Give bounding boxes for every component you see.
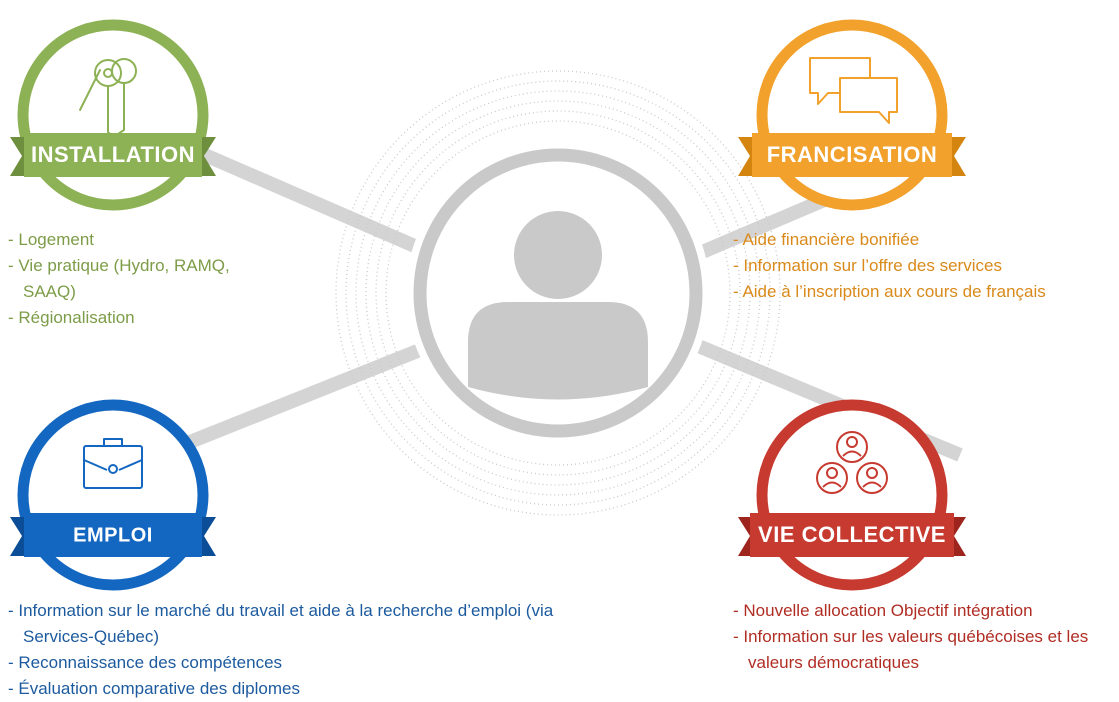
community-icon: [816, 431, 888, 494]
node-emploi: EMPLOI: [10, 399, 216, 591]
node-francisation: FRANCISATION: [738, 19, 966, 211]
installation-label: INSTALLATION: [31, 142, 195, 167]
installation-list: - Logement - Vie pratique (Hydro, RAMQ, …: [8, 227, 308, 331]
dotted-rings: [335, 70, 781, 516]
node-vie-collective: VIE COLLECTIVE: [738, 399, 966, 591]
vie-collective-list: - Nouvelle allocation Objectif intégrati…: [733, 598, 1119, 676]
vie-collective-label: VIE COLLECTIVE: [758, 522, 946, 547]
center-node: [406, 141, 710, 445]
francisation-list: - Aide financière bonifiée - Information…: [733, 227, 1119, 305]
list-item: - Logement: [8, 230, 94, 249]
badge-francisation: FRANCISATION: [738, 133, 966, 177]
list-item: - Reconnaissance des compétences: [8, 653, 283, 672]
list-item: - Aide financière bonifiée: [733, 230, 920, 249]
emploi-label: EMPLOI: [73, 524, 153, 546]
francisation-label: FRANCISATION: [767, 142, 938, 167]
list-item: - Aide à l’inscription aux cours de fran…: [733, 282, 1046, 301]
person-icon: [468, 211, 648, 400]
emploi-list: - Information sur le marché du travail e…: [8, 598, 608, 702]
list-item: - Information sur le marché du travail e…: [8, 601, 554, 646]
speech-bubbles-icon: [809, 57, 898, 124]
badge-vie-collective: VIE COLLECTIVE: [738, 513, 966, 557]
list-item: - Évaluation comparative des diplomes: [8, 679, 300, 698]
badge-installation: INSTALLATION: [10, 133, 216, 177]
node-installation: INSTALLATION: [10, 19, 216, 211]
badge-emploi: EMPLOI: [10, 513, 216, 557]
list-item: - Information sur les valeurs québécoise…: [733, 627, 1089, 672]
briefcase-icon: [83, 438, 143, 489]
list-item: - Régionalisation: [8, 308, 135, 327]
list-item: - Nouvelle allocation Objectif intégrati…: [733, 601, 1033, 620]
list-item: - Vie pratique (Hydro, RAMQ, SAAQ): [8, 256, 230, 301]
list-item: - Information sur l’offre des services: [733, 256, 1002, 275]
